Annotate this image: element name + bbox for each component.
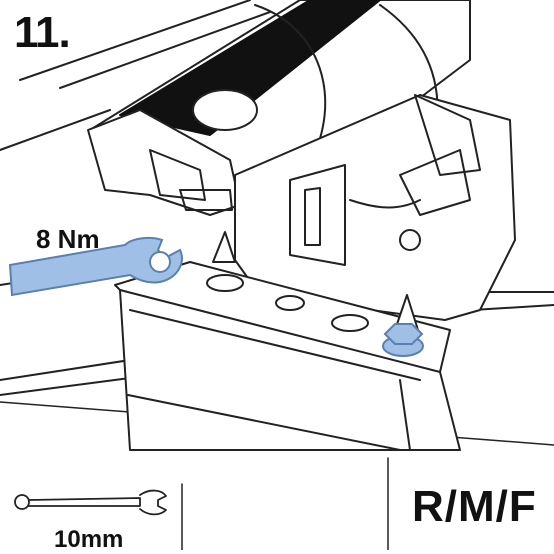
foot-body	[234, 94, 516, 321]
clamp-block	[119, 289, 461, 451]
step-number: 11.	[14, 8, 71, 57]
tool-size-label: 10mm	[54, 526, 124, 553]
wrench-icon	[14, 489, 167, 516]
highlighted-bolt	[382, 323, 424, 357]
variant-code-label: R/M/F	[412, 482, 537, 531]
torque-label: 8 Nm	[36, 224, 100, 254]
bar-end-cap	[87, 109, 241, 216]
wrench-on-bolt	[8, 236, 183, 297]
